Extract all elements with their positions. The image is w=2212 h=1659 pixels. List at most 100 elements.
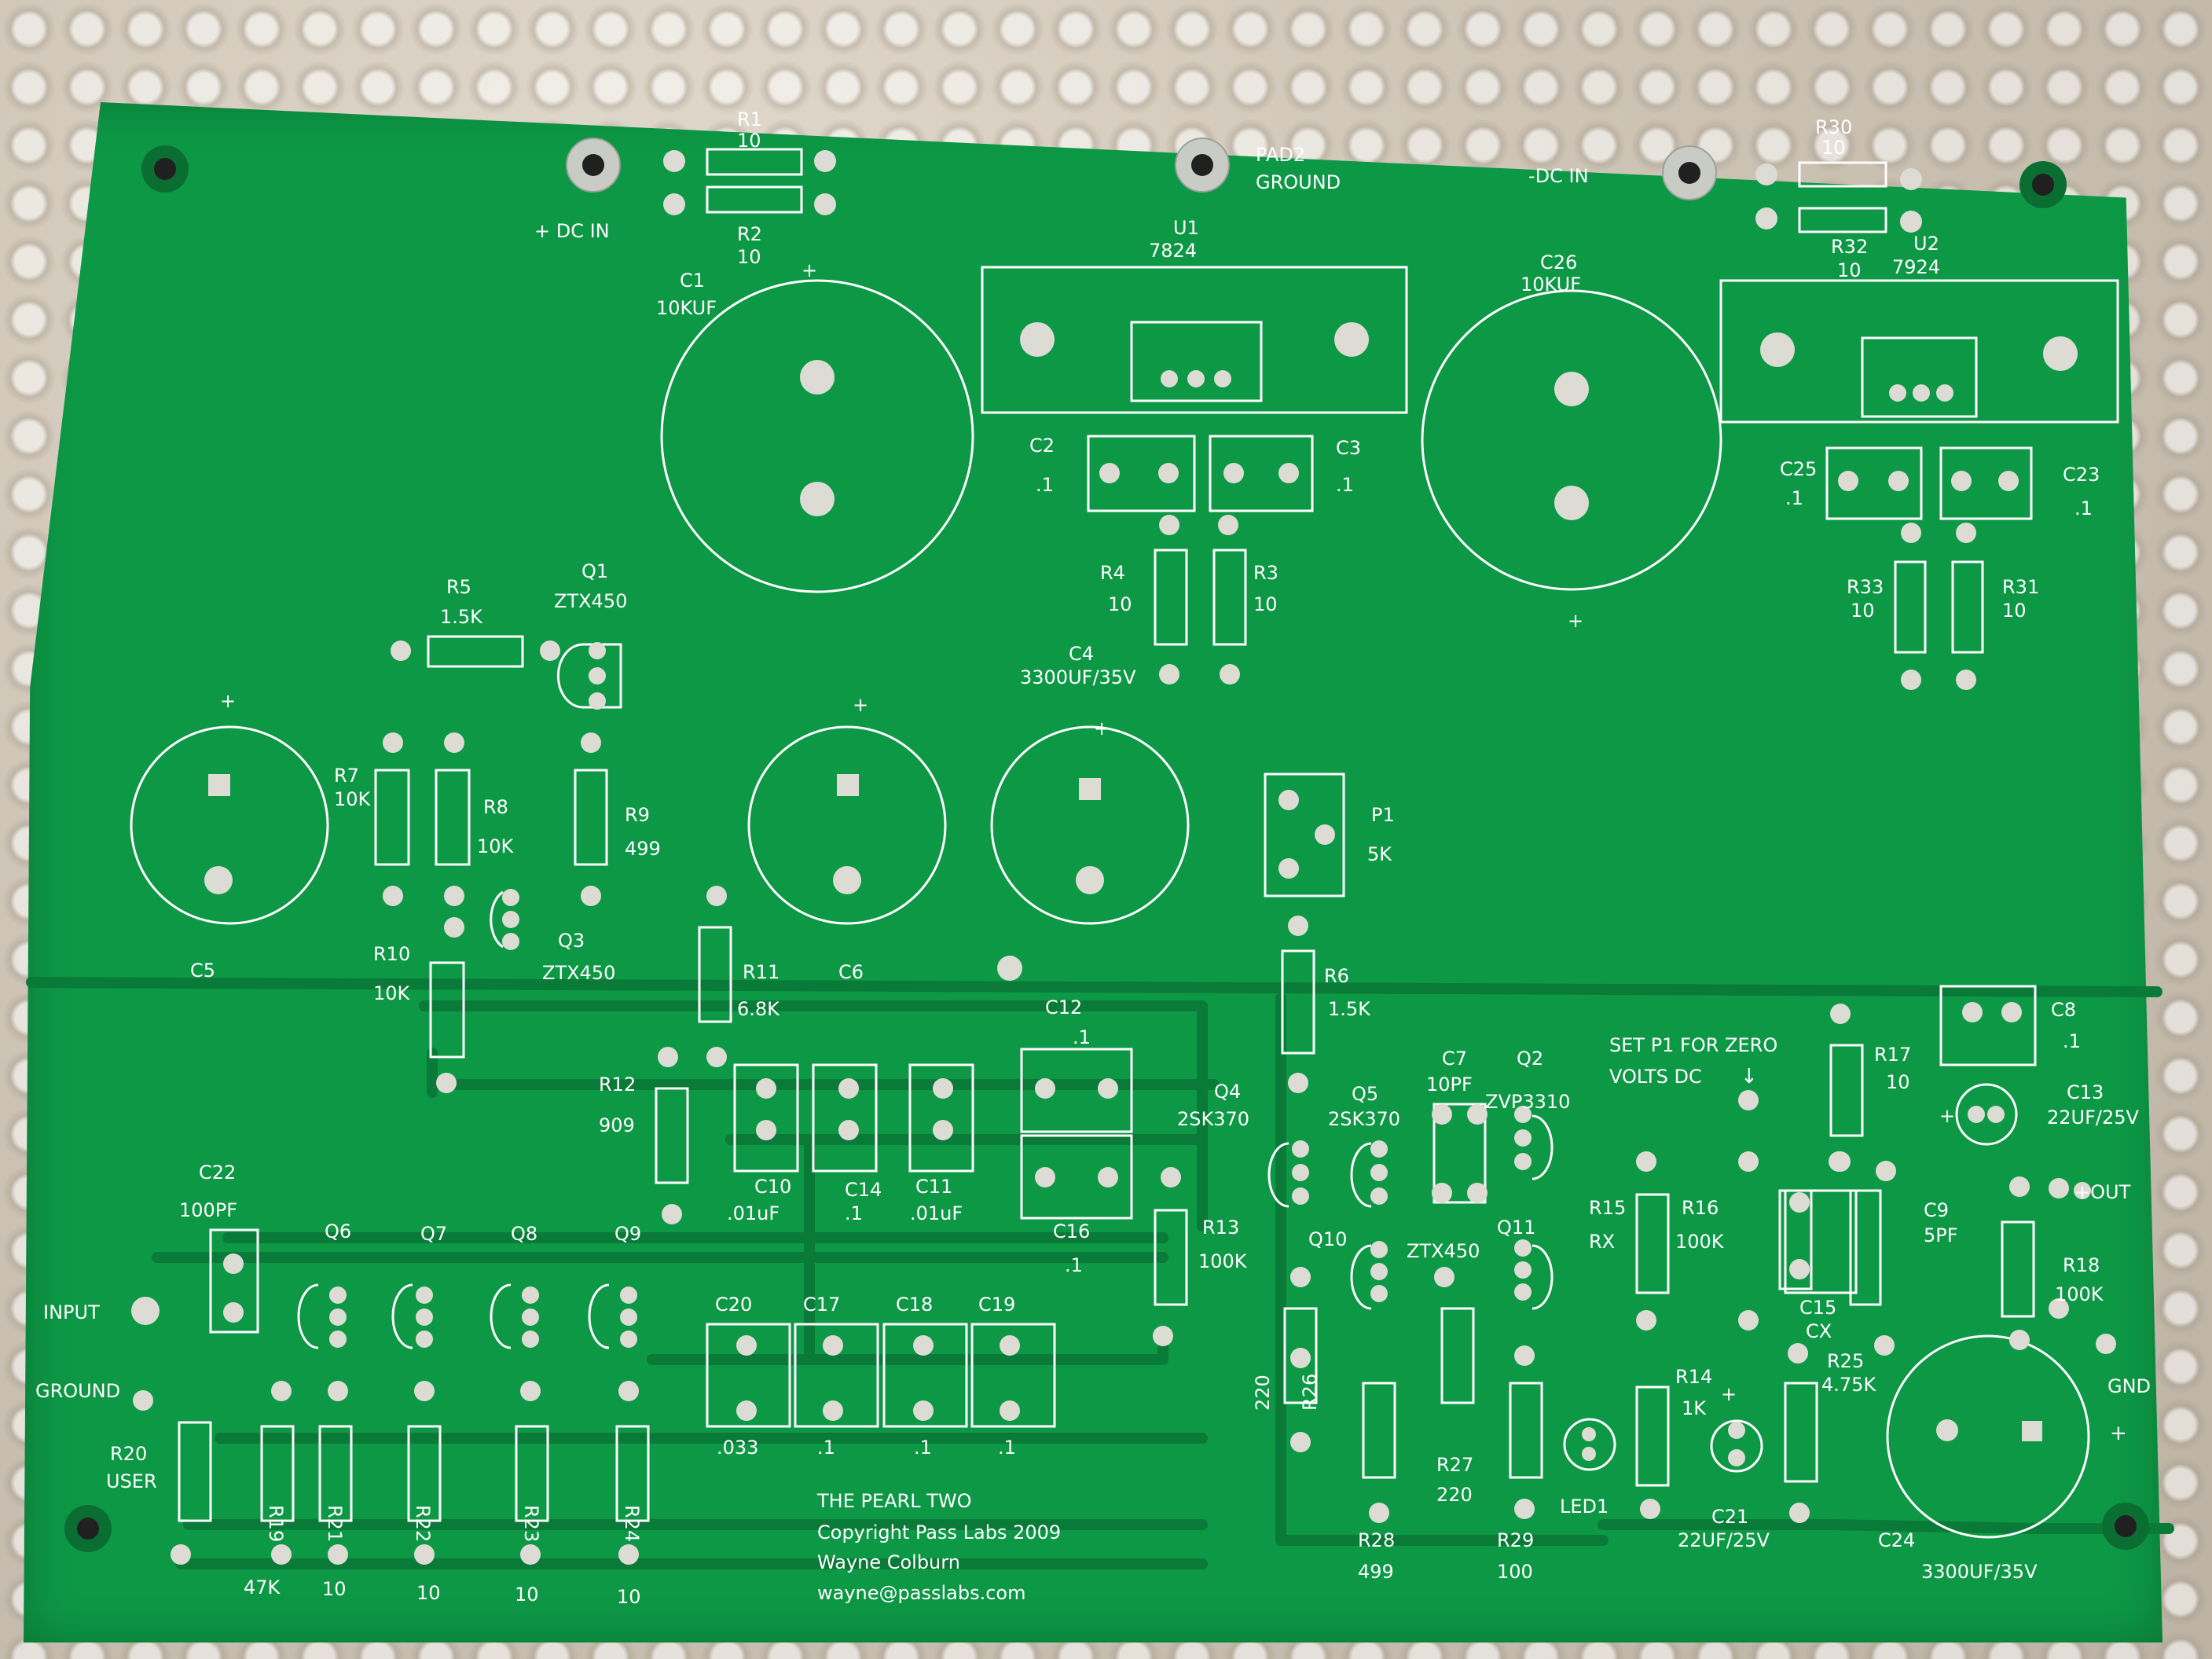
c22-value: 100PF	[179, 1199, 237, 1221]
q9-label: Q9	[614, 1223, 641, 1245]
r22-label: R22	[412, 1505, 434, 1542]
ground-top-label: GROUND	[1256, 171, 1341, 193]
c8-label: C8	[2051, 999, 2076, 1021]
r16-label: R16	[1682, 1197, 1719, 1219]
r21-label: R21	[324, 1505, 346, 1542]
r6-value: 1.5K	[1328, 998, 1371, 1020]
c11-value: .01uF	[910, 1202, 963, 1224]
r24-label: R24	[621, 1505, 643, 1542]
r26-value: 220	[1252, 1375, 1274, 1411]
r30-label: R30	[1815, 116, 1852, 138]
u2-label: U2	[1913, 233, 1939, 255]
c26-label: C26	[1540, 251, 1577, 273]
r30-value: 10	[1821, 137, 1846, 159]
c25-value: .1	[1785, 487, 1803, 509]
c22-label: C22	[199, 1162, 236, 1184]
c16-label: C16	[1053, 1220, 1090, 1242]
c13-value: 22UF/25V	[2047, 1107, 2140, 1129]
r6-label: R6	[1324, 965, 1349, 987]
c2-value: .1	[1036, 474, 1054, 496]
r14-value: 1K	[1682, 1397, 1707, 1419]
r32-value: 10	[1837, 259, 1862, 281]
u1-value: 7824	[1149, 240, 1197, 262]
q5-value: 2SK370	[1328, 1108, 1400, 1130]
r3-value: 10	[1253, 593, 1278, 615]
r18-value: 100K	[2055, 1283, 2104, 1305]
r18-label: R18	[2063, 1254, 2100, 1276]
pad2-label: PAD2	[1256, 144, 1305, 166]
r29-value: 100	[1497, 1561, 1533, 1583]
led1-label: LED1	[1560, 1496, 1609, 1518]
c1-plus: +	[802, 259, 817, 281]
c8-value: .1	[2063, 1030, 2081, 1052]
c20-value: .033	[717, 1437, 758, 1459]
c17-label: C17	[803, 1294, 840, 1316]
r15-label: R15	[1589, 1197, 1626, 1219]
c10-value: .01uF	[727, 1202, 780, 1224]
r3-label: R3	[1253, 562, 1278, 584]
c23-label: C23	[2063, 464, 2100, 486]
r28-label: R28	[1358, 1529, 1395, 1551]
r2-label: R2	[737, 223, 762, 245]
c6-label: C6	[838, 961, 864, 983]
c9-value: 5PF	[1924, 1224, 1958, 1246]
c4-value: 3300UF/35V	[1020, 666, 1136, 688]
gnd-label: GND	[2107, 1375, 2151, 1397]
r1-label: R1	[737, 108, 762, 130]
c5-label: C5	[190, 960, 215, 982]
c7-value: 10PF	[1426, 1074, 1473, 1096]
r31-value: 10	[2002, 600, 2027, 622]
c24-label: C24	[1878, 1529, 1915, 1551]
c24-value: 3300UF/35V	[1921, 1561, 2038, 1583]
r5-value: 1.5K	[440, 606, 483, 628]
q10-value: ZTX450	[1407, 1240, 1480, 1262]
c1-value: 10KUF	[656, 297, 717, 319]
r33-label: R33	[1847, 576, 1884, 598]
r25-label: R25	[1827, 1350, 1864, 1372]
r7-value: 10K	[334, 788, 372, 810]
c17-value: .1	[817, 1437, 835, 1459]
dc-in-plus-label: + DC IN	[534, 220, 610, 242]
r5-label: R5	[446, 576, 471, 598]
q4-value: 2SK370	[1177, 1108, 1249, 1130]
r17-label: R17	[1874, 1044, 1911, 1066]
c19-label: C19	[978, 1294, 1015, 1316]
r13-value: 100K	[1198, 1250, 1248, 1272]
c26-plus: +	[1568, 610, 1583, 632]
c11-label: C11	[915, 1176, 952, 1198]
q2-value: ZVP3310	[1485, 1091, 1570, 1113]
c24-plus: +	[2110, 1422, 2127, 1445]
r15-value: RX	[1589, 1231, 1615, 1253]
q1-value: ZTX450	[554, 590, 627, 612]
c23-value: .1	[2074, 497, 2093, 519]
r12-label: R12	[599, 1074, 636, 1096]
volts-dc-note: VOLTS DC	[1609, 1066, 1702, 1088]
q7-label: Q7	[420, 1223, 447, 1245]
mounting-holes	[64, 138, 2149, 1552]
c3-label: C3	[1336, 437, 1361, 459]
r8-label: R8	[483, 796, 508, 818]
c18-label: C18	[896, 1294, 933, 1316]
r11-value: 6.8K	[737, 998, 780, 1020]
input-label: INPUT	[43, 1301, 100, 1323]
board-title: THE PEARL TWO	[816, 1490, 972, 1512]
ground-label: GROUND	[35, 1380, 120, 1402]
q4-label: Q4	[1214, 1081, 1241, 1103]
c5-plus: +	[220, 690, 236, 712]
c26-value: 10KUF	[1521, 273, 1581, 295]
r8-value: 10K	[477, 835, 515, 857]
r13-label: R13	[1202, 1217, 1239, 1239]
r19-value: 47K	[244, 1576, 281, 1598]
r1-value: 10	[737, 130, 761, 152]
q2-label: Q2	[1517, 1048, 1543, 1070]
copyright-line: Copyright Pass Labs 2009	[817, 1521, 1061, 1543]
r16-value: 100K	[1675, 1231, 1725, 1253]
c19-value: .1	[998, 1437, 1016, 1459]
r9-label: R9	[625, 804, 650, 826]
r10-value: 10K	[373, 982, 411, 1004]
q10-label: Q10	[1308, 1228, 1347, 1250]
c6-plus: +	[853, 694, 868, 716]
r32-label: R32	[1831, 236, 1868, 258]
c10-label: C10	[754, 1176, 791, 1198]
